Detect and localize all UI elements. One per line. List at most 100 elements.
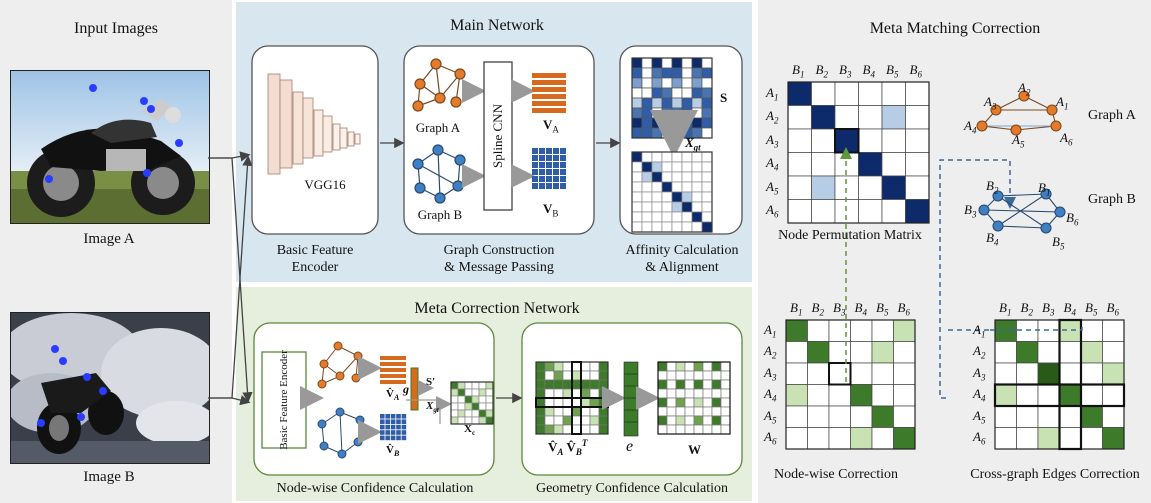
feature-cell: [539, 176, 545, 182]
matrix-border: [450, 381, 494, 425]
matrix-cell: [641, 107, 653, 119]
matrix-cell: [681, 151, 693, 163]
feature-cell: [390, 419, 396, 424]
row-label-a: A5: [766, 178, 779, 197]
row-label-a: A1: [973, 321, 986, 340]
node-confidence-caption: Node-wise Confidence Calculation: [276, 481, 474, 496]
matrix-cell: [1059, 362, 1082, 385]
matrix-cell: [651, 97, 663, 109]
matrix-cell: [485, 409, 494, 418]
matrix-cell: [1016, 384, 1039, 407]
matrix-cell: [691, 117, 703, 129]
row-label-a: A6: [973, 429, 986, 447]
image-b: [10, 312, 210, 464]
matrix-cell: [850, 362, 873, 385]
matrix-cell: [651, 151, 663, 163]
matrix-cell: [535, 379, 546, 390]
matrix-cell: [881, 81, 906, 106]
matrix-cell: [1102, 427, 1125, 450]
matrix-cell: [1037, 405, 1060, 428]
xc-matrix: [450, 381, 494, 425]
matrix-cell: [651, 191, 663, 203]
row-label-a: A4: [764, 386, 777, 404]
matrix-cell: [711, 406, 722, 417]
matrix-cell: [720, 424, 731, 435]
matrix-cell: [1102, 319, 1125, 342]
matrix-cell: [871, 427, 894, 450]
matrix-cell: [671, 171, 683, 183]
matrix-cell: [666, 361, 677, 372]
matrix-cell: [657, 424, 668, 435]
matrix-cell: [661, 211, 673, 223]
matrix-cell: [544, 388, 555, 399]
matrix-cell: [858, 199, 883, 224]
feature-cell: [401, 419, 407, 424]
matrix-cell: [671, 97, 683, 109]
w-matrix: [657, 361, 731, 435]
matrix-cell: [671, 151, 683, 163]
matrix-cell: [671, 107, 683, 119]
matrix-cell: [905, 81, 930, 106]
matrix-cell: [589, 397, 600, 408]
matrix-cell: [651, 221, 663, 233]
matrix-cell: [641, 211, 653, 223]
matrix-cell: [701, 151, 713, 163]
matrix-cell: [681, 201, 693, 213]
matrix-cell: [828, 384, 851, 407]
matrix-cell: [661, 97, 673, 109]
matrix-cell: [711, 397, 722, 408]
matrix-cell: [881, 105, 906, 130]
feature-cell: [385, 424, 390, 430]
matrix-cell: [580, 388, 591, 399]
matrix-cell: [598, 361, 609, 372]
matrix-cell: [1059, 427, 1082, 450]
row-label-a: A3: [766, 131, 779, 150]
feature-cell: [385, 414, 390, 419]
matrix-cell: [693, 388, 704, 399]
matrix-cell: [598, 370, 609, 381]
graph-b-node-label: B6: [1066, 210, 1079, 228]
matrix-cell: [1016, 427, 1039, 450]
matrix-cell: [807, 384, 830, 407]
row-label-a: A4: [973, 386, 986, 404]
feature-cell: [390, 424, 396, 430]
matrix-cell: [562, 361, 573, 372]
g-vector: [410, 367, 419, 411]
col-label-b: B2: [811, 300, 824, 318]
matrix-cell: [671, 181, 683, 193]
matrix-cell: [691, 87, 703, 99]
matrix-cell: [598, 415, 609, 426]
col-label-b: B5: [886, 62, 899, 80]
feature-cell: [560, 183, 566, 189]
matrix-cell: [994, 405, 1017, 428]
matrix-cell: [661, 127, 673, 139]
feature-cell: [380, 424, 385, 430]
row-label-a: A3: [764, 364, 777, 383]
matrix-cell: [785, 427, 808, 450]
matrix-cell: [553, 415, 564, 426]
feature-cell: [396, 435, 401, 441]
matrix-cell: [681, 77, 693, 89]
keypoints-a: [45, 84, 183, 183]
matrix-cell: [478, 388, 487, 397]
matrix-cell: [720, 370, 731, 381]
matrix-cell: [681, 107, 693, 119]
matrix-cell: [666, 379, 677, 390]
matrix-cell: [457, 402, 466, 411]
matrix-cell: [589, 379, 600, 390]
matrix-cell: [471, 388, 480, 397]
matrix-cell: [858, 81, 883, 106]
matrix-cell: [544, 406, 555, 417]
matrix-cell: [657, 406, 668, 417]
matrix-cell: [471, 395, 480, 404]
matrix-cell: [850, 341, 873, 364]
feature-cell: [560, 176, 566, 182]
matrix-border: [787, 81, 930, 224]
matrix-cell: [671, 211, 683, 223]
matrix-cell: [702, 388, 713, 399]
matrix-cell: [671, 221, 683, 233]
matrix-cell: [631, 181, 643, 193]
graph-b-right: [978, 188, 1066, 234]
row-label-a: A6: [764, 429, 777, 447]
encoder-caption-2: Encoder: [291, 260, 339, 275]
